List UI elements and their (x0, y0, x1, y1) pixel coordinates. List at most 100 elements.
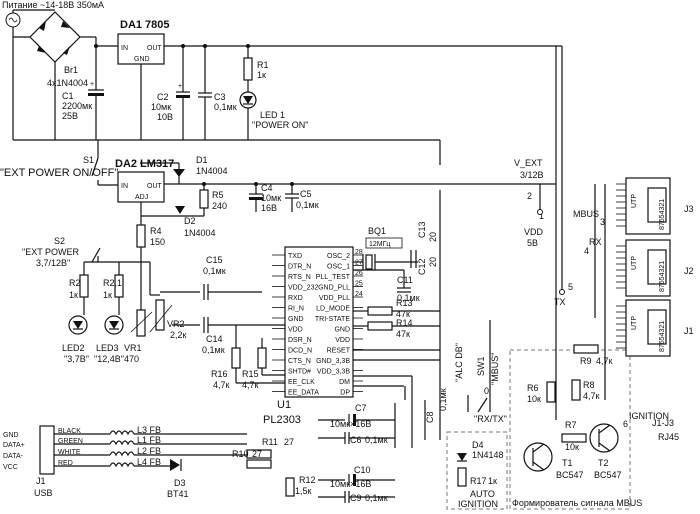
c14-val: 0,1мк (202, 345, 225, 355)
r15-resistor (257, 347, 267, 369)
net-n5: 5 (568, 282, 573, 292)
bridge-ref: Br1 (64, 65, 78, 75)
c7-val: 10мк×16В (330, 419, 371, 429)
u1-pin-label: VDD_PLL (319, 295, 350, 302)
led1-label: "POWER ON" (252, 120, 308, 130)
bridge-val: 4x1N4004 (47, 78, 88, 88)
u1-left-pins: TXDDTR_NRTS_NVDD_232RXDRI_NGNDVDDDSR_NDC… (272, 253, 319, 397)
u1-pin-label: EE_CLK (288, 379, 315, 386)
t1-ref: T1 (562, 458, 573, 468)
net-mbus: MBUS (573, 209, 599, 219)
c4-ref: C4 (261, 183, 273, 193)
usb-pin-label: VCC (3, 464, 18, 471)
u1-pin-label: SHTD# (288, 369, 311, 376)
u1-pin-label: GND_PLL (318, 285, 350, 292)
vr2-potentiometer (155, 299, 165, 331)
sw1-mbus: "MBUS" (490, 353, 500, 385)
r4-resistor (136, 224, 146, 248)
u1-pin-label: VDD_3,3В (317, 369, 350, 376)
usb-pin-label: DATA- (3, 453, 24, 460)
vr1-val: 470 (124, 354, 139, 364)
jack-pins: 87654321 (659, 199, 666, 230)
u1-pin-label: DP (340, 390, 350, 397)
t2-ref: T2 (598, 458, 609, 468)
c9-ref: C9 (350, 493, 362, 503)
ferrite-bead (109, 462, 135, 468)
r9-val: 4,7к (596, 356, 613, 366)
net-n1: 1 (539, 211, 544, 221)
u1-part: PL2303 (263, 414, 301, 426)
c15-val: 0,1мк (203, 266, 226, 276)
s1-label: "EXT POWER ON/OFF" (0, 167, 118, 179)
led3-ref: LED3 (96, 343, 119, 353)
da1-in: IN (121, 45, 128, 52)
da2-adj: ADJ (135, 194, 148, 201)
auto-ignition-block (446, 431, 508, 510)
jack-pins: 87654321 (659, 321, 666, 352)
r13-ref: R13 (396, 298, 413, 308)
da2-title: DA2 LM317 (115, 158, 174, 170)
t1-transistor (523, 442, 553, 472)
c11-val: 0,1мк (397, 293, 420, 303)
d2-ref: D2 (184, 216, 196, 226)
r14-ref: R14 (396, 318, 413, 328)
r9-ref: R9 (580, 356, 592, 366)
jack-ref: J3 (684, 204, 694, 214)
s2-l2: 3,7/12В" (36, 258, 70, 268)
r8-val: 4,7к (583, 391, 600, 401)
c2-v2: 10В (157, 112, 173, 122)
r2-ref: R2 (69, 278, 81, 288)
r5-ref: R5 (212, 190, 224, 200)
u1-pin-number: 25 (355, 281, 363, 288)
net-vdd-v: 5В (527, 238, 538, 248)
usb-wire-color: GREEN (58, 438, 83, 445)
bridge-rectifier (29, 11, 81, 63)
r10-val: 27 (252, 449, 262, 459)
r12-ref: R12 (299, 475, 316, 485)
u1-pin-label: RI_N (288, 306, 304, 313)
sw1-ref: SW1 (476, 356, 486, 376)
c11-ref: C11 (397, 275, 413, 285)
u1-pin-number: 26 (355, 270, 363, 277)
t1-val: BC547 (556, 470, 584, 480)
utp-label: UTP (631, 316, 638, 330)
r14-val: 47к (396, 329, 410, 339)
usb-ref: J1 (36, 476, 46, 486)
bq1-ref: BQ1 (368, 226, 386, 236)
r21-ref: R2.1 (103, 278, 122, 288)
r15-ref: R15 (242, 369, 259, 379)
usb-connector (39, 425, 55, 475)
s2-switch (91, 247, 101, 263)
jack-pins: 87654321 (659, 261, 666, 292)
u1-pin-label: OSC_2 (327, 253, 350, 260)
c4-v1: 10мк (261, 193, 281, 203)
da1-title: DA1 7805 (120, 19, 170, 31)
sw1-rxtx: "RX/TX" (474, 414, 507, 424)
u1-pin-label: GND (334, 327, 350, 334)
usb-wire-color: RED (58, 460, 73, 467)
net-n4: 4 (584, 246, 589, 256)
r12-val: 1,5к (295, 486, 312, 496)
r6-ref: R6 (527, 383, 539, 393)
svg-text:+: + (178, 83, 182, 90)
c13-ref: C13 (417, 221, 427, 238)
r1-ref: R1 (257, 60, 269, 70)
d2-val: 1N4004 (184, 228, 216, 238)
ferrite-label: L4 FB (137, 457, 161, 467)
u1-pin-label: GND_3,3В (316, 358, 350, 365)
u1-pin-label: RTS_N (288, 274, 311, 281)
mbus-block-label: Формирователь сигнала MBUS (512, 498, 642, 508)
r1-val: 1к (257, 70, 266, 80)
net-ign: IGNITION (629, 411, 669, 421)
t2-transistor (589, 423, 619, 453)
ferrite-label: L1 FB (137, 435, 161, 445)
r10-ref: R10 (232, 449, 249, 459)
bq1-crystal (365, 254, 373, 270)
d3-ref: D3 (174, 478, 186, 488)
r4-ref: R4 (150, 226, 162, 236)
r5-resistor (199, 189, 209, 209)
r7-val: 10к (565, 442, 579, 452)
usb-name: USB (34, 488, 53, 498)
